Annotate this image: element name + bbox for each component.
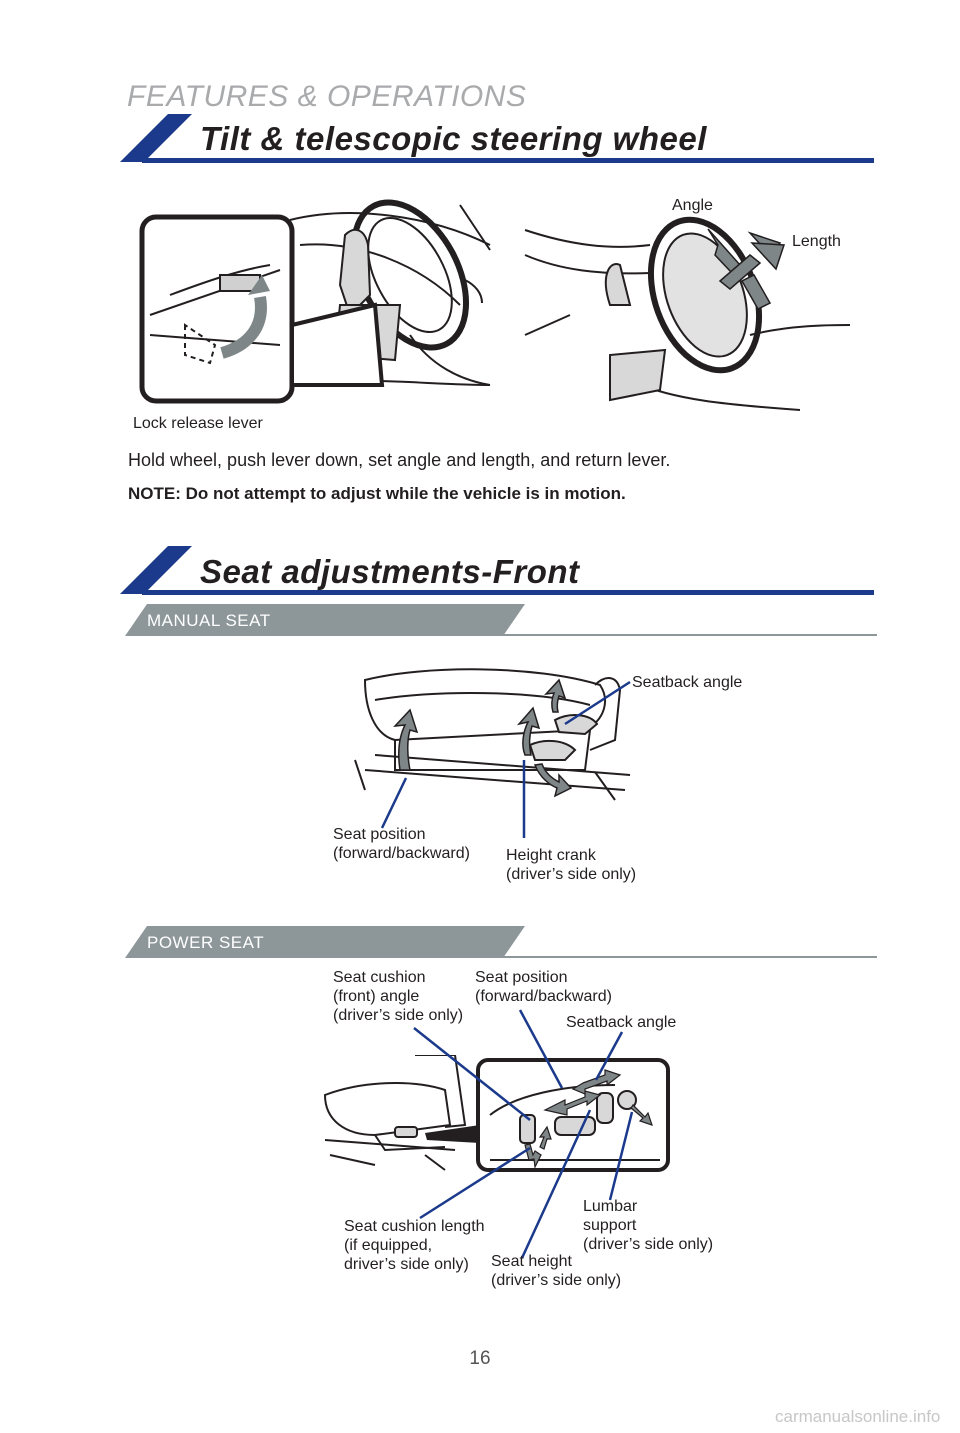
steering-section-title: Tilt & telescopic steering wheel — [200, 120, 707, 157]
section-header-bar — [120, 546, 874, 595]
angle-label: Angle — [672, 197, 713, 214]
page-number: 16 — [469, 1348, 491, 1369]
power-seat-label: POWER SEAT — [147, 933, 265, 952]
source-watermark[interactable]: carmanualsonline.info — [775, 1407, 941, 1426]
power-seat-leader-lines — [413, 1009, 634, 1259]
steering-note: NOTE: Do not attempt to adjust while the… — [128, 484, 626, 503]
steering-wheel-illustration — [139, 199, 850, 411]
lock-release-lever-label: Lock release lever — [133, 415, 263, 432]
manual-seat-label: MANUAL SEAT — [147, 611, 271, 630]
power-seat-label-bar — [125, 926, 877, 958]
steering-instruction: Hold wheel, push lever down, set angle a… — [128, 450, 671, 470]
chapter-title: FEATURES & OPERATIONS — [127, 80, 527, 113]
seat-section-title: Seat adjustments-Front — [200, 553, 580, 590]
cushion-front-angle-label: Seat cushion (front) angle (driver’s sid… — [333, 969, 464, 1024]
power-seat-position-label: Seat position (forward/backward) — [475, 969, 612, 1005]
power-seatback-angle-label: Seatback angle — [566, 1014, 677, 1031]
length-label: Length — [792, 233, 841, 250]
cushion-length-label: Seat cushion length (if equipped, driver… — [344, 1218, 485, 1273]
section-header-bar — [120, 114, 874, 163]
manual-seat-label-bar — [125, 604, 877, 636]
manual-seat-illustration — [354, 668, 631, 801]
manual-seat-position-label: Seat position (forward/backward) — [333, 826, 470, 862]
manual-seat-leader-lines — [380, 680, 631, 838]
power-seat-illustration — [323, 1055, 670, 1172]
seat-height-label: Seat height (driver’s side only) — [491, 1253, 622, 1289]
lumbar-support-label: Lumbar support (driver’s side only) — [583, 1198, 714, 1253]
manual-seatback-angle-label: Seatback angle — [632, 674, 743, 691]
height-crank-label: Height crank (driver’s side only) — [506, 847, 637, 883]
